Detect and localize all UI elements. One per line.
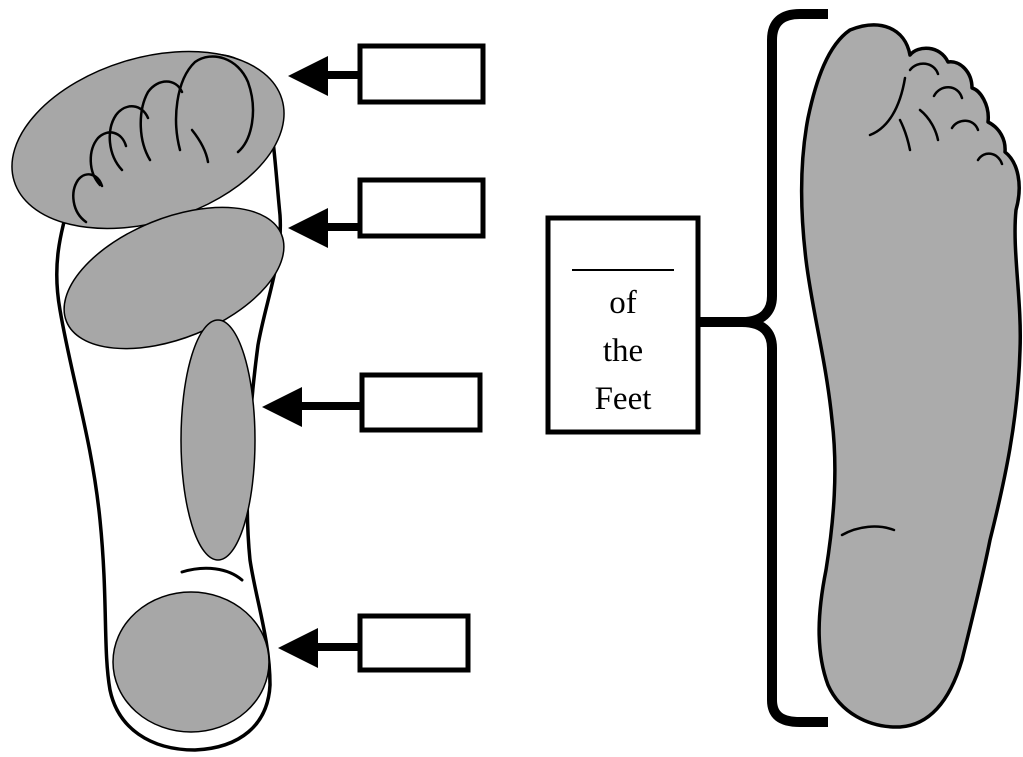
arch-arrow-head [262,387,302,427]
right-foot-outline [802,25,1021,727]
ball-label-box[interactable] [360,180,483,236]
ball-arrow-head [288,208,328,248]
center-line-feet: Feet [595,381,652,417]
heel-label-box[interactable] [360,616,468,670]
arch-label-box[interactable] [362,375,480,430]
center-line-the: the [603,333,643,369]
center-label: of the Feet [548,218,698,432]
heel-arrow-head [278,628,318,668]
label-callouts [262,46,483,670]
right-foot [802,25,1021,727]
arch-region [181,320,255,560]
heel-region [113,592,269,732]
toes-arrow-head [288,56,328,96]
toes-label-box[interactable] [360,46,483,102]
center-line-of: of [609,285,637,321]
